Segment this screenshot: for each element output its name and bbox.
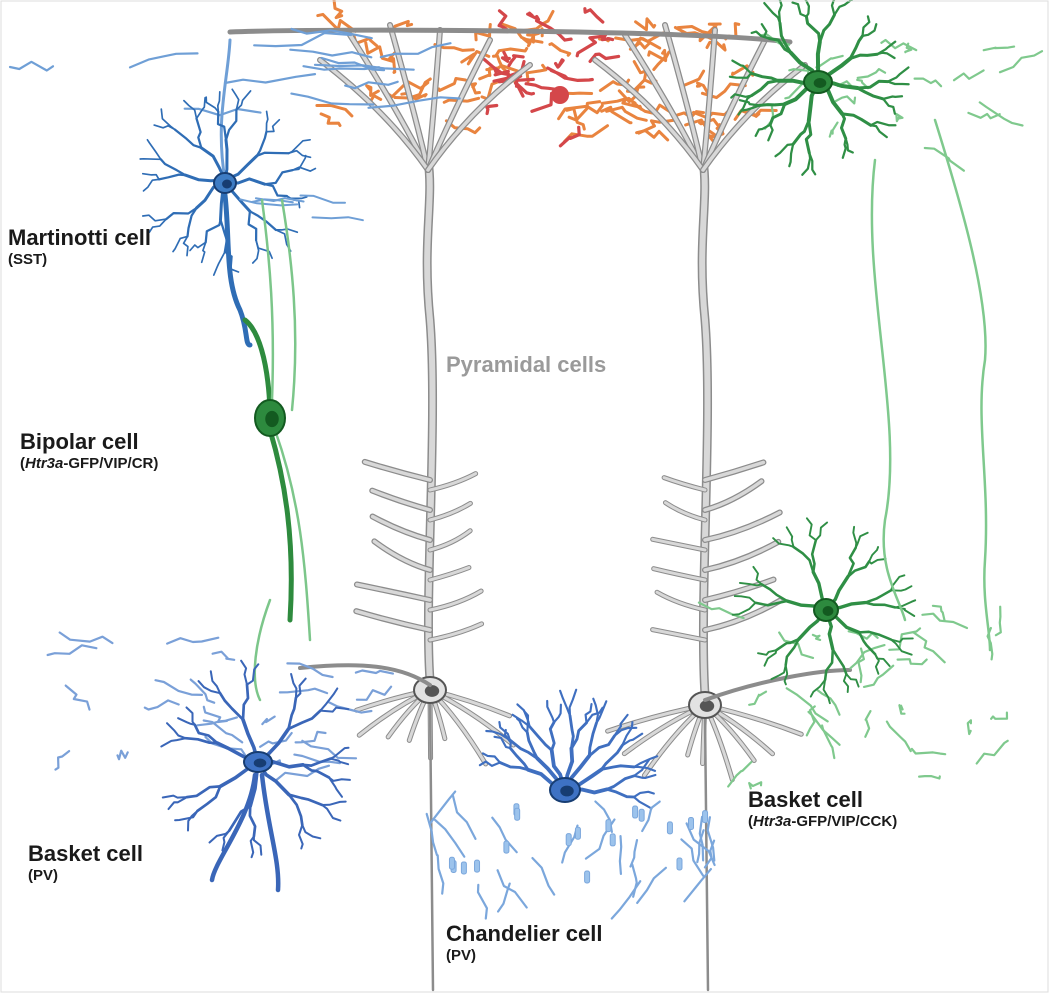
chandelier-cell [425, 688, 716, 920]
bipolar-marker-rest: -GFP/VIP/CR) [63, 455, 159, 473]
bipolar-marker-open: ( [20, 455, 25, 473]
basket-cck-name: Basket cell [748, 787, 863, 812]
chandelier-cartridge [632, 805, 639, 819]
chandelier-cartridge [702, 810, 709, 824]
basket-cck-marker-gene: Htr3a [753, 813, 792, 831]
chandelier-cartridge [448, 856, 455, 870]
chandelier-cartridge [584, 870, 591, 884]
chandelier-cartridge [574, 826, 581, 840]
chandelier-marker: (PV) [446, 947, 476, 965]
chandelier-cartridge [565, 833, 572, 847]
basket-pv-soma-nucleus [253, 758, 267, 768]
basket-cck-soma-nucleus [822, 606, 834, 616]
bipolar-marker: (Htr3a-GFP/VIP/CR) [20, 455, 159, 473]
pyramidal-cell-left-axon [428, 700, 435, 992]
basket-cck-marker-rest: -GFP/VIP/CCK) [791, 813, 898, 831]
pyramidal-cell-left-soma-nucleus [424, 685, 440, 697]
bipolar-marker-gene: Htr3a [25, 455, 64, 473]
bipolar-name: Bipolar cell [20, 429, 139, 454]
martinotti-name: Martinotti cell [8, 225, 152, 250]
martinotti-marker: (SST) [8, 251, 48, 269]
chandelier-cartridge [460, 861, 467, 875]
bipolar-cell [242, 198, 312, 702]
pyramidal-cell-right-soma-nucleus [699, 700, 715, 712]
top-right-green-soma-nucleus [813, 78, 827, 88]
basket-pv-label: Basket cell (PV) [28, 841, 143, 885]
chandelier-cartridge [676, 857, 683, 871]
pyramidal-cell-right-axon [703, 715, 710, 992]
basket-cell-cck [697, 118, 1009, 790]
chandelier-soma-nucleus [560, 785, 574, 797]
chandelier-label: Chandelier cell (PV) [446, 921, 603, 965]
bipolar-label: Bipolar cell (Htr3a-GFP/VIP/CR) [20, 429, 159, 473]
chandelier-cartridge [638, 808, 645, 822]
bipolar-soma-nucleus [265, 410, 279, 428]
chandelier-name: Chandelier cell [446, 921, 603, 946]
basket-pv-marker: (PV) [28, 867, 58, 885]
chandelier-cartridge [666, 821, 673, 835]
pyramidal-cell-left [317, 22, 533, 992]
pyramidal-cells [227, 22, 852, 992]
basket-cck-label: Basket cell (Htr3a-GFP/VIP/CCK) [748, 787, 898, 831]
chandelier-cartridge [514, 807, 521, 821]
chandelier-cartridge [474, 859, 481, 873]
martinotti-soma-nucleus [222, 179, 232, 189]
martinotti-label: Martinotti cell (SST) [8, 225, 152, 269]
chandelier-cartridge [503, 840, 510, 854]
pyramidal-label: Pyramidal cells [446, 352, 607, 377]
chandelier-cartridge [605, 819, 612, 833]
basket-cell-pv [46, 631, 394, 893]
basket-pv-name: Basket cell [28, 841, 143, 866]
chandelier-cartridge [609, 833, 616, 847]
chandelier-cartridge [688, 817, 695, 831]
top-right-green-cell [728, 0, 1044, 176]
basket-cck-marker-open: ( [748, 813, 753, 831]
martinotti-cell [8, 27, 461, 348]
basket-cck-marker: (Htr3a-GFP/VIP/CCK) [748, 813, 898, 831]
pyramidal-cell-right [592, 22, 808, 992]
red-soma [551, 86, 569, 104]
